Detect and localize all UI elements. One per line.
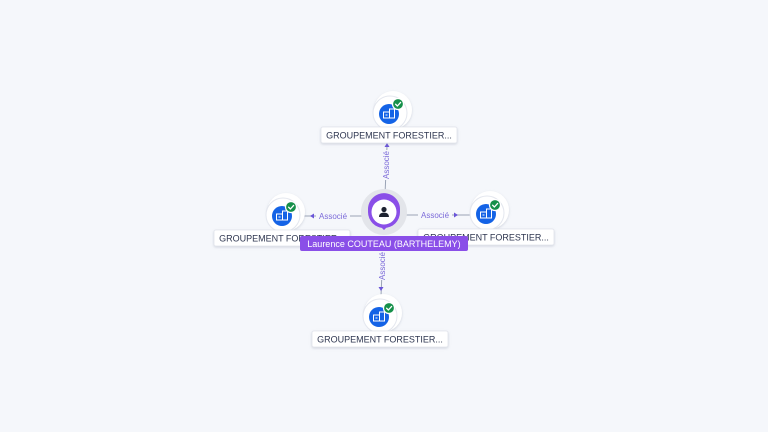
person-name-label: Laurence COUTEAU (BARTHELEMY) — [307, 239, 460, 249]
arrow-icon — [384, 143, 390, 147]
building-icon — [373, 311, 385, 322]
edge-label-left: Associé — [319, 212, 348, 221]
edge-label-bottom: Associé — [378, 251, 387, 280]
company-label-right: GROUPEMENT FORESTIER... — [423, 233, 549, 243]
arrow-icon — [454, 212, 458, 218]
edge-left: Associé — [304, 210, 368, 222]
check-icon — [284, 200, 298, 214]
company-label-bottom: GROUPEMENT FORESTIER... — [317, 335, 443, 345]
building-icon — [480, 208, 492, 219]
check-icon — [382, 301, 396, 315]
company-node-top[interactable]: GROUPEMENT FORESTIER... — [320, 91, 458, 144]
person-node[interactable]: Laurence COUTEAU (BARTHELEMY) — [300, 189, 468, 251]
company-label-top: GROUPEMENT FORESTIER... — [326, 131, 452, 141]
edge-right: Associé — [401, 209, 470, 221]
check-icon — [488, 198, 502, 212]
company-label-left: GROUPEMENT FORESTIER... — [219, 234, 345, 244]
edge-bottom: Associé — [376, 247, 388, 297]
edge-top: Associé — [380, 143, 392, 196]
edge-label-top: Associé — [382, 150, 391, 179]
building-icon — [383, 108, 395, 119]
person-icon — [379, 206, 389, 217]
edge-label-right: Associé — [421, 211, 450, 220]
check-icon — [391, 97, 405, 111]
company-node-bottom[interactable]: GROUPEMENT FORESTIER... — [311, 294, 449, 348]
arrow-icon — [378, 287, 384, 291]
building-icon — [276, 210, 288, 221]
arrow-icon — [310, 213, 314, 219]
